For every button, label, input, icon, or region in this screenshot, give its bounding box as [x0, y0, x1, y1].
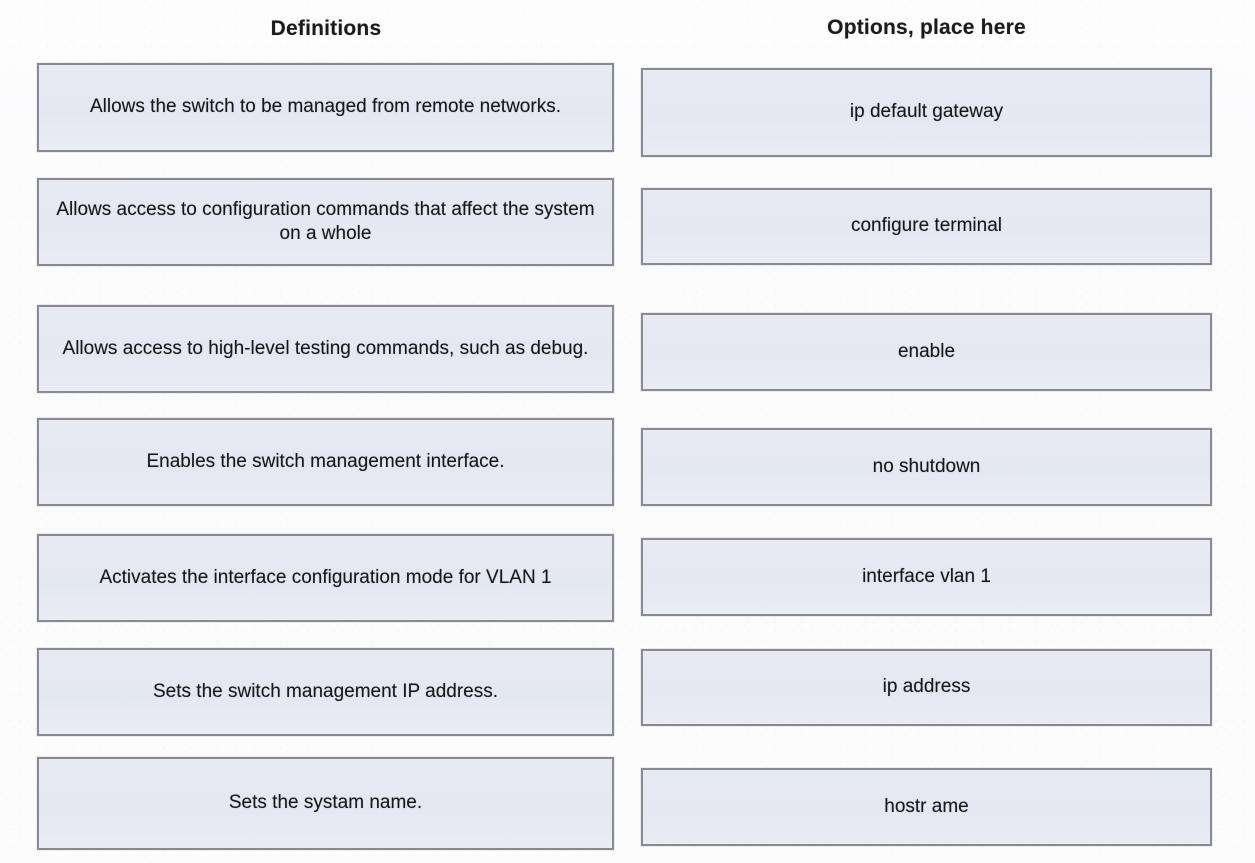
option-tile[interactable]: enable — [641, 313, 1212, 391]
definition-tile[interactable]: Activates the interface configuration mo… — [37, 534, 614, 622]
option-tile-label: ip address — [882, 676, 971, 698]
option-tile-label: interface vlan 1 — [862, 565, 991, 587]
definition-tile-label: Sets the systam name. — [228, 792, 423, 814]
option-tile[interactable]: hostr ame — [641, 768, 1212, 846]
definitions-column-header: Definitions — [270, 17, 382, 40]
definition-tile[interactable]: Sets the systam name. — [37, 757, 614, 850]
option-tile[interactable]: ip address — [641, 649, 1212, 726]
option-tile-label: configure terminal — [850, 215, 1003, 237]
option-tile[interactable]: interface vlan 1 — [641, 538, 1212, 616]
definition-tile[interactable]: Allows access to high-level testing comm… — [37, 305, 614, 393]
definition-tile-label: Activates the interface configuration mo… — [99, 566, 552, 588]
definition-tile-label: Sets the switch management IP address. — [153, 680, 498, 702]
option-tile-label: hostr ame — [884, 795, 969, 817]
definition-tile[interactable]: Allows access to configuration commands … — [37, 178, 614, 266]
definition-tile-label: Allows the switch to be managed from rem… — [90, 96, 561, 118]
option-tile[interactable]: configure terminal — [641, 188, 1212, 265]
definition-tile[interactable]: Enables the switch management interface. — [37, 418, 614, 506]
definition-tile-label: Allows access to high-level testing comm… — [62, 337, 589, 359]
definition-tile-label: Enables the switch management interface. — [146, 450, 505, 472]
option-tile-label: enable — [897, 340, 956, 362]
option-tile[interactable]: ip default gateway — [641, 68, 1212, 157]
definition-tile[interactable]: Sets the switch management IP address. — [37, 648, 614, 736]
definition-tile-label: Allows access to configuration commands … — [56, 198, 595, 244]
option-tile-label: ip default gateway — [849, 101, 1004, 123]
definition-tile[interactable]: Allows the switch to be managed from rem… — [37, 63, 614, 152]
options-column-header: Options, place here — [827, 16, 1026, 39]
option-tile-label: no shutdown — [872, 455, 981, 477]
option-tile[interactable]: no shutdown — [641, 428, 1212, 506]
